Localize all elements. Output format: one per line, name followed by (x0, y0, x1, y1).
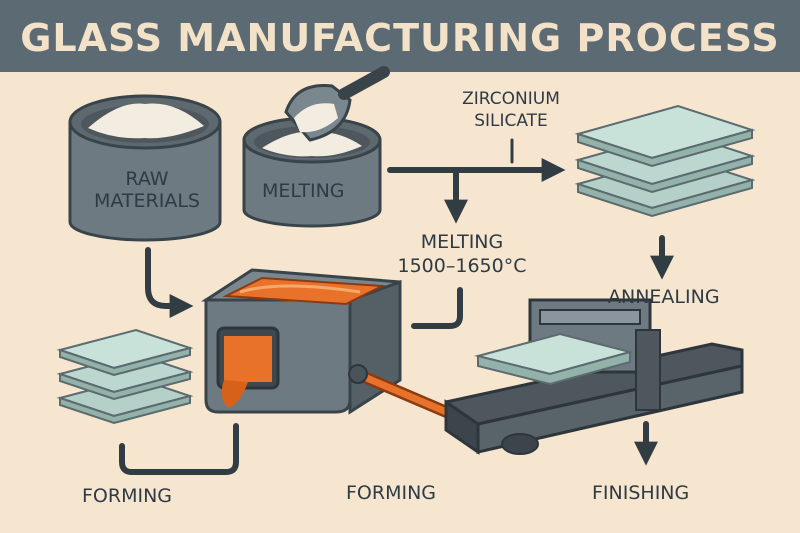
zirconium-label-line2: SILICATE (474, 111, 548, 131)
raw-materials-label-line2: MATERIALS (94, 190, 200, 212)
forming-center-label: FORMING (346, 482, 437, 504)
glass-sheets-icon (574, 104, 756, 218)
conveyor-press-icon (444, 298, 744, 455)
melting-temp-line2: 1500–1650°C (397, 255, 527, 277)
connector-forming-left (119, 423, 239, 475)
zirconium-label-line1: ZIRCONIUM (462, 89, 560, 109)
page-title: GLASS MANUFACTURING PROCESS (20, 16, 780, 60)
arrow-raw-to-furnace (145, 247, 194, 318)
bucket-icon (68, 94, 222, 242)
zirconium-silicate-label: ZIRCONIUM SILICATE (446, 88, 576, 132)
melting-bin-label: MELTING (262, 180, 345, 202)
melting-temperature-label: MELTING 1500–1650°C (396, 230, 528, 278)
raw-materials-label: RAW MATERIALS (82, 168, 212, 212)
flow-arrows (119, 138, 674, 475)
forming-left-label: FORMING (82, 485, 173, 507)
annealing-label: ANNEALING (608, 286, 720, 308)
title-bar (0, 0, 800, 72)
melting-temp-line1: MELTING (420, 231, 504, 253)
finishing-label: FINISHING (592, 482, 690, 504)
connector-temp-to-furnace (411, 287, 463, 329)
glass-sheets-icon (56, 328, 194, 425)
scoop-bin-icon (242, 66, 390, 228)
raw-materials-label-line1: RAW (125, 168, 169, 190)
furnace-icon (200, 268, 402, 415)
